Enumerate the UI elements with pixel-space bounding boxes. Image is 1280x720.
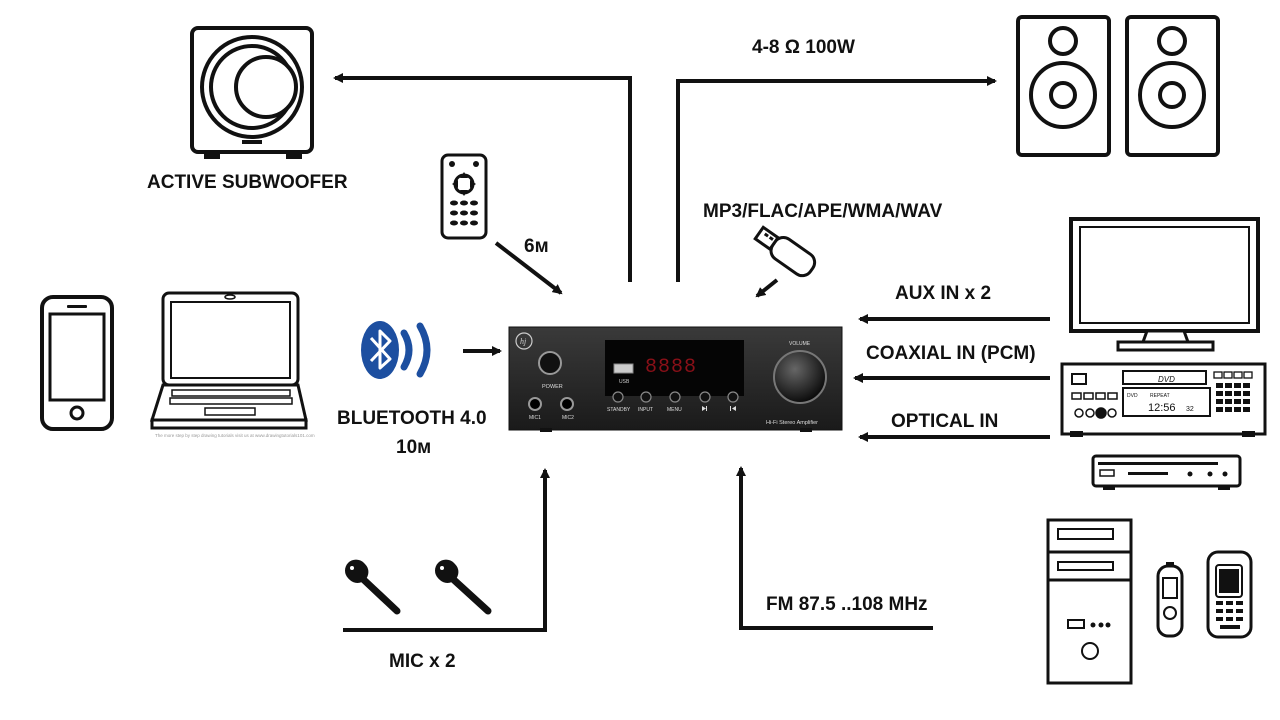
amplifier-logo-icon (515, 332, 533, 350)
subwoofer-icon (190, 26, 314, 159)
volume-knob (773, 350, 827, 404)
svg-text:hj: hj (520, 337, 527, 346)
usb-arrow (755, 278, 779, 298)
usb-port (613, 363, 634, 374)
power-button (538, 351, 562, 375)
mp3-player-icon (1156, 562, 1184, 638)
dvd-tray-label: DVD (1158, 375, 1175, 384)
fm-arrow (736, 466, 933, 630)
bluetooth-range-label: 10м (396, 437, 432, 458)
prev-icon (702, 406, 707, 411)
power-label: POWER (542, 384, 563, 390)
speaker-right-icon (1125, 15, 1220, 157)
smartphone-icon (40, 295, 114, 431)
mic-arrow (343, 468, 550, 632)
display-digits: 8888 (645, 356, 697, 379)
laptop-caption: The more step by step drawing tutorials … (155, 433, 315, 438)
remote-control-icon (440, 153, 488, 240)
speakers-label: 4-8 Ω 100W (752, 37, 855, 58)
speaker-left-icon (1016, 15, 1111, 157)
amplifier-unit: hj POWER MIC1 MIC2 USB 8888 STANDBY INPU… (508, 326, 843, 432)
dvd-player-icon: DVD DVD REPEAT 12:56 32 (1060, 362, 1267, 437)
mobile-phone-icon (1206, 550, 1253, 639)
microphone-right-icon (434, 559, 492, 615)
media-player-box-icon (1091, 454, 1242, 490)
subwoofer-label: ACTIVE SUBWOOFER (147, 172, 348, 193)
laptop-icon (149, 291, 308, 430)
subwoofer-arrow (333, 73, 632, 282)
input-label: INPUT (638, 407, 653, 413)
optical-label: OPTICAL IN (891, 411, 999, 432)
standby-label: STANDBY (607, 407, 631, 413)
tv-icon (1069, 217, 1260, 352)
microphone-left-icon (345, 559, 401, 615)
speakers-arrow (676, 76, 997, 282)
mic2-label: MIC2 (562, 415, 574, 421)
dvd-clock-seconds: 32 (1186, 406, 1194, 413)
formats-label: MP3/FLAC/APE/WMA/WAV (703, 201, 943, 222)
bluetooth-label: BLUETOOTH 4.0 (337, 408, 487, 429)
dvd-tag: DVD (1127, 393, 1138, 399)
menu-label: MENU (667, 407, 682, 413)
mic1-label: MIC1 (529, 415, 541, 421)
volume-label: VOLUME (789, 341, 811, 347)
fm-label: FM 87.5 ..108 MHz (766, 594, 928, 615)
aux-label: AUX IN x 2 (895, 283, 992, 304)
mic1-jack (528, 397, 542, 411)
usb-stick-icon (753, 225, 817, 278)
next-icon (730, 406, 736, 411)
remote-range-label: 6м (524, 236, 549, 257)
usb-label: USB (619, 379, 630, 385)
remote-arrow (494, 241, 563, 295)
mic-label: MIC x 2 (389, 651, 456, 672)
amplifier-buttons (612, 391, 739, 403)
dvd-repeat: REPEAT (1150, 393, 1170, 399)
bluetooth-icon (361, 321, 431, 379)
dvd-clock: 12:56 (1148, 402, 1176, 414)
mic2-jack (560, 397, 574, 411)
model-label: Hi-Fi Stereo Amplifier (766, 420, 818, 426)
connection-lines (333, 73, 1050, 632)
coaxial-label: COAXIAL IN (PCM) (866, 343, 1036, 364)
pc-tower-icon (1046, 518, 1133, 685)
